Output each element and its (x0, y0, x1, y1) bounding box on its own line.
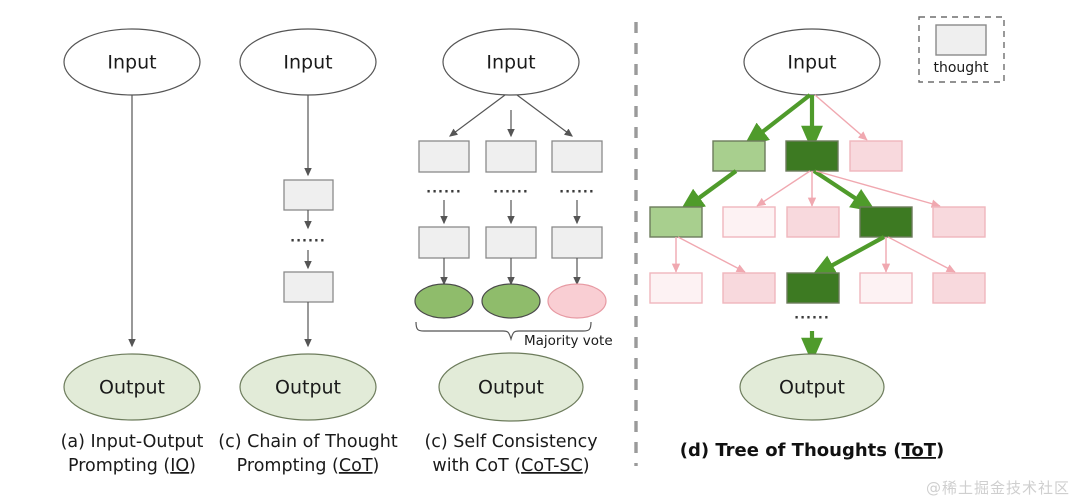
panel-cot: Input ······ Output (c) Chain of Thought… (218, 28, 398, 476)
tot-thought-r3c1[interactable] (649, 272, 703, 304)
cotsc-thought-box-r2c2[interactable] (485, 226, 537, 259)
cot-caption-suffix: ) (373, 456, 380, 476)
cotsc-caption-line1: (c) Self Consistency (424, 432, 597, 452)
tot-edge-r2c4-to-r3c3 (810, 235, 886, 278)
watermark: @稀土掘金技术社区 (925, 479, 1070, 497)
tot-input-label: Input (787, 52, 836, 74)
tot-edge-r2c4-to-r3c5 (887, 236, 956, 273)
tot-thought-r3c5[interactable] (932, 272, 986, 304)
tot-edge-r1c2-to-r2c2 (756, 170, 811, 207)
cot-ellipsis: ······ (290, 234, 326, 249)
io-input-label: Input (107, 52, 156, 74)
tot-edge-r2c1-to-r3c2 (677, 236, 746, 273)
cotsc-answer-ellipse-1[interactable] (414, 283, 474, 319)
tot-thought-r1c1[interactable] (712, 140, 766, 172)
cotsc-answer-ellipse-3[interactable] (547, 283, 607, 319)
legend-thought-label: thought (933, 60, 989, 76)
tot-thought-r1c3[interactable] (849, 140, 903, 172)
tot-thought-r1c2[interactable] (785, 140, 839, 172)
tot-output-node[interactable] (739, 353, 885, 421)
cotsc-caption-line2: with CoT (CoT-SC) (432, 456, 589, 476)
io-output-label: Output (99, 377, 165, 399)
cotsc-output-node[interactable] (438, 352, 584, 422)
cotsc-majority-brace (415, 321, 592, 342)
tot-caption-prefix: (d) Tree of Thoughts ( (680, 440, 902, 461)
cotsc-thought-box-r1c2[interactable] (485, 140, 537, 173)
tot-caption-abbrev: ToT (901, 440, 936, 461)
io-caption-suffix: ) (189, 456, 196, 476)
tot-ellipsis: ······ (794, 311, 830, 326)
cot-output-label: Output (275, 377, 341, 399)
panel-io: Input Output (a) Input-Output Prompting … (61, 28, 204, 476)
tot-thought-r2c1[interactable] (649, 206, 703, 238)
tot-caption-suffix: ) (936, 440, 944, 461)
tot-edge-root-to-r1c1 (743, 93, 812, 147)
tot-thought-r2c4[interactable] (859, 206, 913, 238)
tot-edge-root-to-r1c3 (814, 94, 868, 141)
panel-cot-sc: Input ······ ······ ······ Majority (414, 28, 613, 476)
cotsc-caption-abbrev: CoT-SC (521, 456, 583, 476)
cotsc-ellipsis-c3: ······ (559, 185, 595, 200)
io-caption-line2: Prompting (IO) (68, 456, 196, 476)
cotsc-thought-box-r2c1[interactable] (418, 226, 470, 259)
tot-thought-r3c4[interactable] (859, 272, 913, 304)
cotsc-ellipsis-c2: ······ (493, 185, 529, 200)
cotsc-thought-box-r2c3[interactable] (551, 226, 603, 259)
cot-caption-abbrev: CoT (339, 456, 373, 476)
cot-caption-prefix: Prompting ( (237, 456, 339, 476)
tot-output-label: Output (779, 377, 845, 399)
cot-output-node[interactable] (239, 353, 377, 421)
cot-caption-line2: Prompting (CoT) (237, 456, 380, 476)
tot-thought-r3c2[interactable] (722, 272, 776, 304)
tot-thought-r2c3[interactable] (786, 206, 840, 238)
cotsc-majority-vote-label: Majority vote (524, 333, 613, 349)
cotsc-ellipsis-c1: ······ (426, 185, 462, 200)
io-caption-abbrev: IO (170, 456, 189, 476)
cotsc-branch-arrow-right (516, 94, 573, 137)
cotsc-caption-prefix: with CoT ( (432, 456, 521, 476)
cot-thought-box-1[interactable] (283, 179, 334, 211)
legend-thought-swatch (935, 24, 987, 56)
tot-thought-r2c5[interactable] (932, 206, 986, 238)
cotsc-answer-ellipse-2[interactable] (481, 283, 541, 319)
tot-thought-r2c2[interactable] (722, 206, 776, 238)
cotsc-caption-suffix: ) (583, 456, 590, 476)
tot-caption: (d) Tree of Thoughts (ToT) (680, 440, 945, 461)
cotsc-thought-box-r1c1[interactable] (418, 140, 470, 173)
tot-thought-r3c3[interactable] (786, 272, 840, 304)
cotsc-branch-arrow-left (449, 94, 506, 137)
cotsc-thought-box-r1c3[interactable] (551, 140, 603, 173)
tot-edge-r1c1-to-r2c1 (679, 169, 738, 213)
cotsc-input-node[interactable] (442, 28, 580, 96)
io-caption-line1: (a) Input-Output (61, 432, 204, 452)
tot-edge-r1c2-to-r2c4 (812, 169, 877, 213)
legend: thought (918, 16, 1005, 83)
cot-caption-line1: (c) Chain of Thought (218, 432, 398, 452)
cot-thought-box-2[interactable] (283, 271, 334, 303)
io-output-node[interactable] (63, 353, 201, 421)
tot-edge-r1c2-to-r2c5 (815, 170, 941, 208)
cot-input-label: Input (283, 52, 332, 74)
io-caption-prefix: Prompting ( (68, 456, 170, 476)
cotsc-output-label: Output (478, 377, 544, 399)
cotsc-input-label: Input (486, 52, 535, 74)
panel-tot: Input (649, 28, 986, 461)
